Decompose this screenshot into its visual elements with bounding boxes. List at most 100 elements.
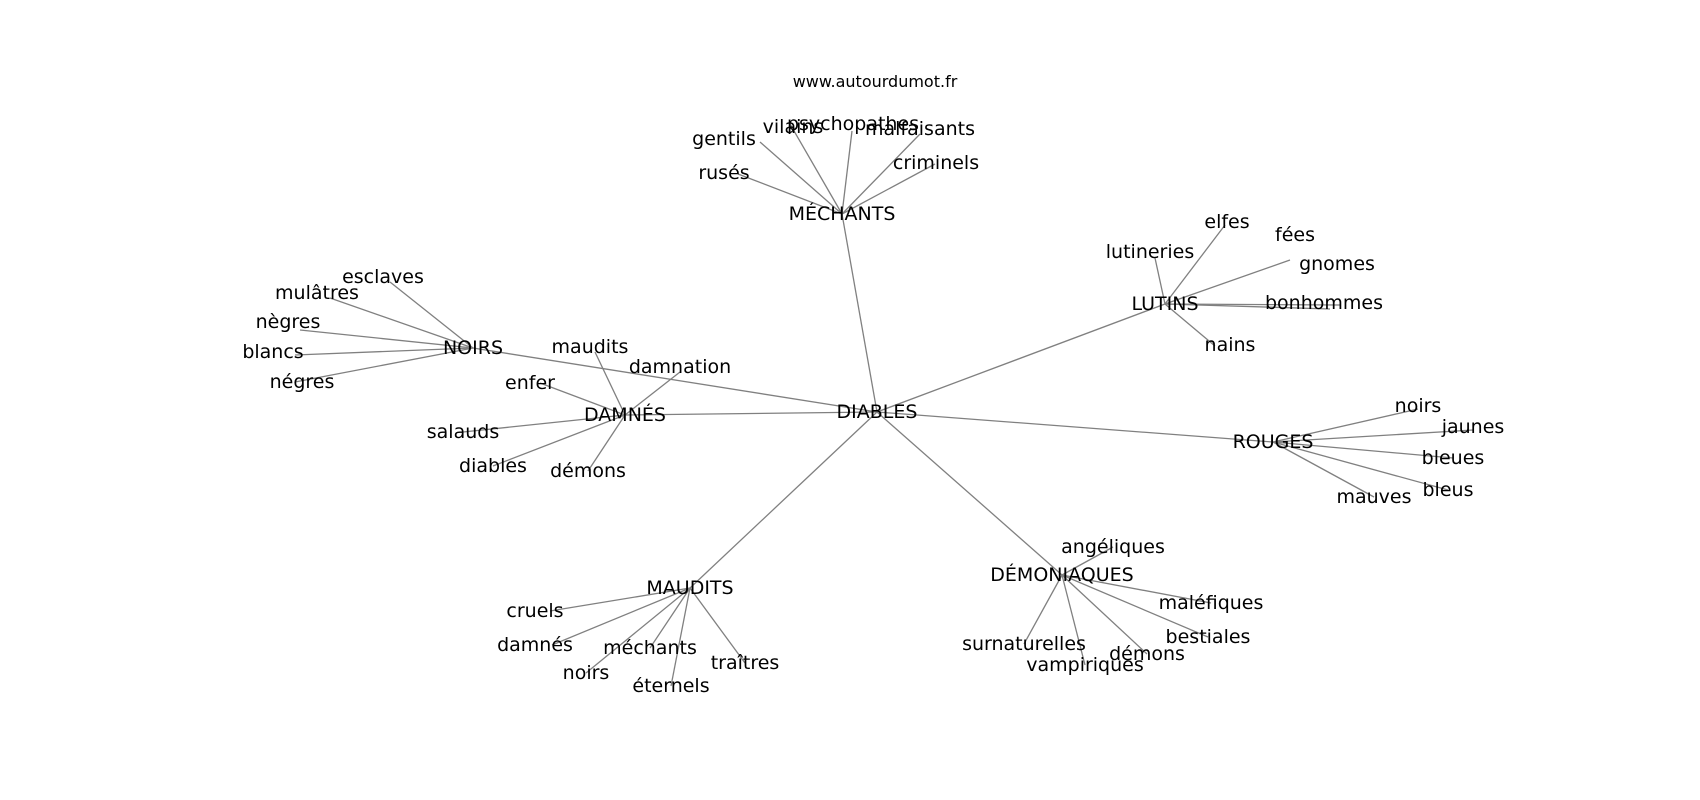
node-labels: DIABLES MÉCHANTS gentils vilainspsychopathe…	[242, 113, 1504, 697]
leaf-node-rouges-jaunes[interactable]: jaunes	[1441, 416, 1505, 438]
edge-rouges-bleus	[1272, 441, 1449, 491]
leaf-node-rouges-mauves[interactable]: mauves	[1336, 486, 1411, 508]
leaf-node-lutins-lutineries[interactable]: lutineries	[1106, 241, 1194, 263]
leaf-node-demoniaques-malefiques[interactable]: maléfiques	[1159, 592, 1264, 614]
edge-maudits-cruels	[549, 587, 691, 612]
leaf-node-noirs-negres[interactable]: nègres	[256, 311, 321, 333]
leaf-node-demoniaques-vampiriques[interactable]: vampiriques	[1026, 654, 1144, 676]
hub-node-demoniaques[interactable]: DÉMONIAQUES	[990, 563, 1133, 586]
edge-center-rouges	[876, 411, 1274, 443]
edge-noirs-mulatres	[329, 297, 474, 349]
hub-node-maudits[interactable]: MAUDITS	[646, 577, 733, 599]
edge-damnes-demons	[587, 414, 626, 472]
leaf-node-damnes-enfer[interactable]: enfer	[505, 372, 555, 394]
hub-node-lutins[interactable]: LUTINS	[1131, 293, 1198, 315]
hub-node-mechants[interactable]: MÉCHANTS	[789, 202, 896, 225]
edge-damnes-damnation	[624, 371, 681, 416]
leaf-node-mechants-psychopathes[interactable]: psychopathes	[787, 113, 919, 135]
edge-lutins-bonhommes	[1164, 303, 1331, 310]
edge-damnes-diables	[492, 414, 626, 467]
edge-center-demoniaques	[876, 411, 1063, 576]
leaf-node-maudits-noirs[interactable]: noirs	[563, 662, 610, 684]
edge-maudits-eternels	[670, 587, 691, 687]
leaf-node-damnes-diables[interactable]: diables	[459, 455, 527, 477]
leaf-node-mechants-vilains[interactable]: vilains	[763, 116, 824, 138]
edge-center-noirs	[472, 347, 878, 413]
leaf-node-mechants-malfaisants[interactable]: malfaisants	[865, 118, 975, 140]
edge-maudits-traitres	[689, 587, 746, 664]
edge-lutins-gnomes	[1164, 303, 1341, 306]
edge-center-maudits	[689, 411, 878, 589]
edges	[294, 123, 1474, 687]
leaf-node-maudits-cruels[interactable]: cruels	[506, 600, 563, 622]
edge-rouges-bleues	[1272, 441, 1454, 459]
edge-center-lutins	[876, 303, 1166, 413]
edge-mechants-vilains	[789, 123, 843, 215]
edge-demoniaques-angeliques	[1061, 546, 1114, 576]
leaf-node-mechants-gentils[interactable]: gentils	[692, 128, 756, 150]
edge-rouges-jaunes	[1272, 429, 1474, 443]
edge-noirs-negres	[294, 347, 474, 383]
leaf-node-lutins-bonhommes[interactable]: bonhommes	[1265, 292, 1383, 314]
leaf-node-damnes-demons[interactable]: démons	[550, 460, 626, 482]
edge-mechants-malfaisants	[841, 133, 921, 215]
leaf-node-noirs-esclaves[interactable]: esclaves	[342, 266, 424, 288]
edge-center-mechants	[841, 213, 878, 413]
edge-noirs-negres	[299, 329, 474, 349]
leaf-node-demoniaques-demons[interactable]: démons	[1109, 643, 1185, 665]
edge-lutins-lutineries	[1154, 257, 1166, 305]
leaf-node-lutins-fees[interactable]: fées	[1275, 224, 1315, 246]
edge-maudits-damnes	[551, 587, 691, 646]
edge-mechants-criminels	[841, 163, 936, 215]
leaf-node-damnes-salauds[interactable]: salauds	[427, 421, 499, 443]
leaf-node-noirs-mulatres[interactable]: mulâtres	[275, 282, 359, 304]
edge-damnes-salauds	[462, 414, 626, 433]
leaf-node-maudits-traitres[interactable]: traîtres	[711, 652, 780, 674]
leaf-node-mechants-criminels[interactable]: criminels	[893, 152, 979, 174]
leaf-node-maudits-mechants[interactable]: méchants	[603, 637, 697, 659]
edge-demoniaques-malefiques	[1061, 574, 1212, 604]
edge-demoniaques-bestiales	[1061, 574, 1209, 638]
hub-node-damnes[interactable]: DAMNÉS	[584, 403, 666, 426]
leaf-node-rouges-noirs[interactable]: noirs	[1395, 395, 1442, 417]
leaf-node-damnes-maudits[interactable]: maudits	[552, 336, 629, 358]
leaf-node-demoniaques-bestiales[interactable]: bestiales	[1166, 626, 1251, 648]
edge-center-damnes	[624, 411, 878, 416]
leaf-node-noirs-blancs[interactable]: blancs	[242, 341, 303, 363]
leaf-node-rouges-bleus[interactable]: bleus	[1423, 479, 1474, 501]
leaf-node-lutins-elfes[interactable]: elfes	[1204, 211, 1249, 233]
edge-demoniaques-surnaturelles	[1023, 574, 1063, 645]
edge-damnes-enfer	[539, 382, 626, 416]
edge-mechants-gentils	[759, 141, 843, 215]
edge-lutins-nains	[1164, 303, 1216, 347]
leaf-node-maudits-damnes[interactable]: damnés	[497, 634, 573, 656]
hub-node-rouges[interactable]: ROUGES	[1233, 431, 1314, 453]
leaf-node-maudits-eternels[interactable]: éternels	[632, 675, 709, 697]
leaf-node-damnes-damnation[interactable]: damnation	[629, 356, 731, 378]
center-node[interactable]: DIABLES	[837, 401, 918, 423]
leaf-node-lutins-nains[interactable]: nains	[1205, 334, 1256, 356]
source-url[interactable]: www.autourdumot.fr	[792, 72, 958, 91]
edge-rouges-noirs	[1272, 408, 1419, 443]
edge-rouges-mauves	[1272, 441, 1375, 498]
edge-lutins-fees	[1164, 259, 1291, 305]
leaf-node-noirs-negres[interactable]: négres	[270, 371, 335, 393]
edge-damnes-maudits	[594, 351, 626, 416]
leaf-node-rouges-bleues[interactable]: bleues	[1422, 447, 1485, 469]
edge-mechants-psychopathes	[841, 130, 853, 215]
edge-lutins-elfes	[1164, 224, 1226, 305]
hub-node-noirs[interactable]: NOIRS	[443, 337, 503, 359]
edge-mechants-ruses	[737, 173, 843, 215]
edge-noirs-esclaves	[389, 281, 474, 349]
edge-noirs-blancs	[294, 347, 474, 356]
leaf-node-demoniaques-surnaturelles[interactable]: surnaturelles	[962, 633, 1086, 655]
edge-maudits-noirs	[585, 587, 691, 674]
leaf-node-lutins-gnomes[interactable]: gnomes	[1299, 253, 1375, 275]
edge-demoniaques-demons	[1061, 574, 1148, 655]
edge-maudits-mechants	[649, 587, 691, 649]
leaf-node-mechants-ruses[interactable]: rusés	[698, 162, 749, 184]
leaf-node-demoniaques-angeliques[interactable]: angéliques	[1061, 536, 1165, 558]
edge-demoniaques-vampiriques	[1061, 574, 1086, 666]
